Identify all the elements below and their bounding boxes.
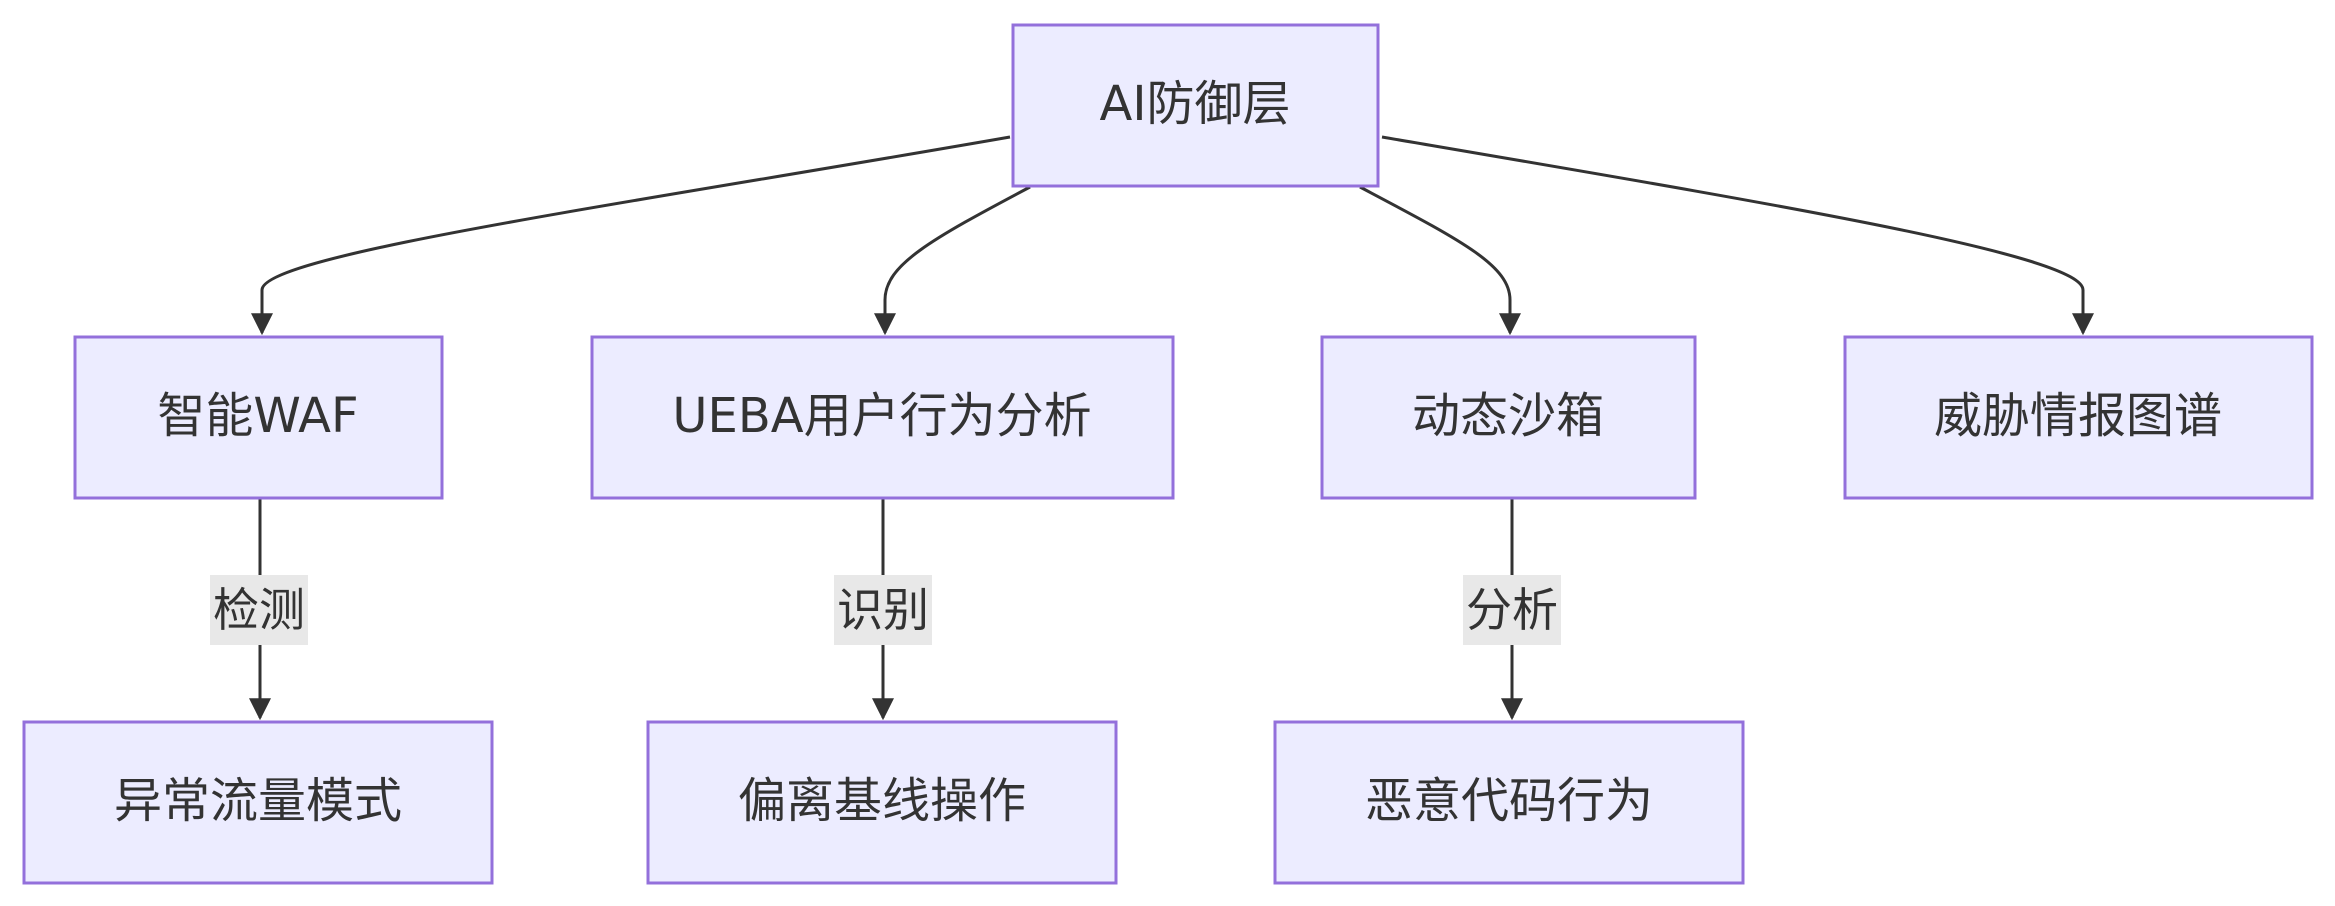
edge-label-text: 识别 [837, 583, 929, 637]
node-baseline-deviation[interactable]: 偏离基线操作 [646, 720, 1118, 885]
node-label: 偏离基线操作 [738, 773, 1026, 829]
node-malicious-code-behavior[interactable]: 恶意代码行为 [1273, 720, 1745, 885]
edge-root-to-intel [1381, 135, 2094, 336]
edge-label-text: 检测 [213, 583, 305, 637]
edge-label-analyze: 分析 [1463, 575, 1561, 645]
node-smart-waf[interactable]: 智能WAF [73, 335, 444, 500]
edge-label-identify: 识别 [834, 575, 932, 645]
edge-root-to-ueba [874, 185, 1031, 336]
edge-root-to-waf [251, 135, 1011, 336]
node-abnormal-traffic[interactable]: 异常流量模式 [22, 720, 494, 885]
edge-label-detect: 检测 [210, 575, 308, 645]
node-ueba[interactable]: UEBA用户行为分析 [590, 335, 1175, 500]
node-label: 恶意代码行为 [1365, 773, 1653, 829]
node-ai-defense-layer[interactable]: AI防御层 [1011, 23, 1380, 188]
edge-root-to-sandbox [1359, 185, 1521, 336]
node-label: 威胁情报图谱 [1934, 388, 2222, 444]
node-label: 智能WAF [157, 388, 358, 444]
node-label: AI防御层 [1100, 76, 1291, 132]
node-dynamic-sandbox[interactable]: 动态沙箱 [1320, 335, 1697, 500]
node-threat-intel-graph[interactable]: 威胁情报图谱 [1843, 335, 2314, 500]
node-label: UEBA用户行为分析 [672, 388, 1091, 444]
node-label: 动态沙箱 [1412, 388, 1604, 444]
edge-label-text: 分析 [1466, 583, 1558, 637]
node-label: 异常流量模式 [114, 773, 402, 829]
